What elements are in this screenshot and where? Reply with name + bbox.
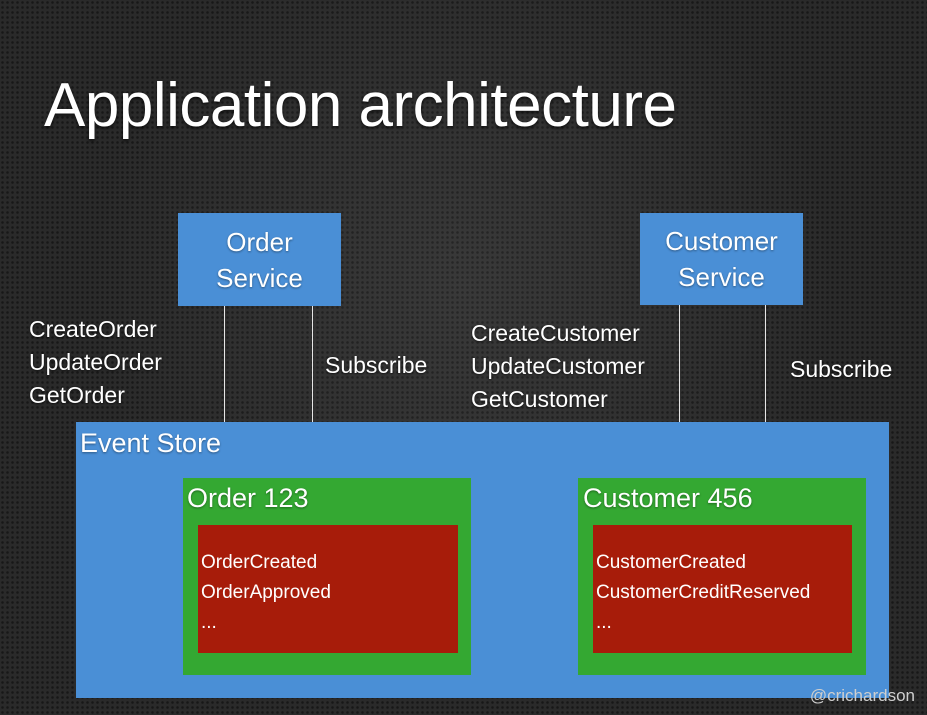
order-operation: CreateOrder: [29, 316, 157, 342]
customer-aggregate-label: Customer 456: [583, 483, 753, 513]
event-store-label: Event Store: [80, 428, 222, 458]
order-service-box: Order Service: [178, 213, 341, 306]
customer-service-label-line1: Customer: [665, 226, 778, 256]
order-service-label-line2: Service: [216, 262, 303, 293]
customer-service-label-line2: Service: [678, 262, 765, 292]
order-operation: GetOrder: [29, 382, 125, 408]
customer-subscribe-label: Subscribe: [790, 356, 893, 382]
customer-event: CustomerCreated: [596, 552, 746, 573]
customer-subscribe-connector: [765, 305, 766, 422]
order-aggregate-label: Order 123: [187, 483, 309, 513]
customer-operation: CreateCustomer: [471, 320, 640, 346]
customer-operations: CreateCustomer UpdateCustomer GetCustome…: [471, 317, 645, 416]
order-event: OrderCreated: [201, 552, 318, 573]
order-subscribe-connector: [312, 306, 313, 422]
customer-ops-connector: [679, 305, 680, 422]
customer-operation: GetCustomer: [471, 386, 608, 412]
order-operations: CreateOrder UpdateOrder GetOrder: [29, 313, 162, 412]
customer-event: ...: [596, 612, 612, 633]
order-events-box: [198, 525, 458, 653]
customer-events-box: [593, 525, 852, 653]
order-events-list: OrderCreated OrderApproved ...: [201, 548, 331, 638]
order-operation: UpdateOrder: [29, 349, 162, 375]
author-watermark: @crichardson: [809, 686, 915, 705]
slide-title: Application architecture: [44, 71, 677, 140]
customer-operation: UpdateCustomer: [471, 353, 645, 379]
order-subscribe-label: Subscribe: [325, 352, 428, 378]
order-service-label-line1: Order: [226, 226, 293, 257]
order-event: OrderApproved: [201, 582, 331, 603]
customer-service-box: Customer Service: [640, 213, 803, 305]
order-event: ...: [201, 612, 217, 633]
order-ops-connector: [224, 306, 225, 422]
customer-event: CustomerCreditReserved: [596, 582, 811, 603]
customer-events-list: CustomerCreated CustomerCreditReserved .…: [596, 548, 810, 638]
